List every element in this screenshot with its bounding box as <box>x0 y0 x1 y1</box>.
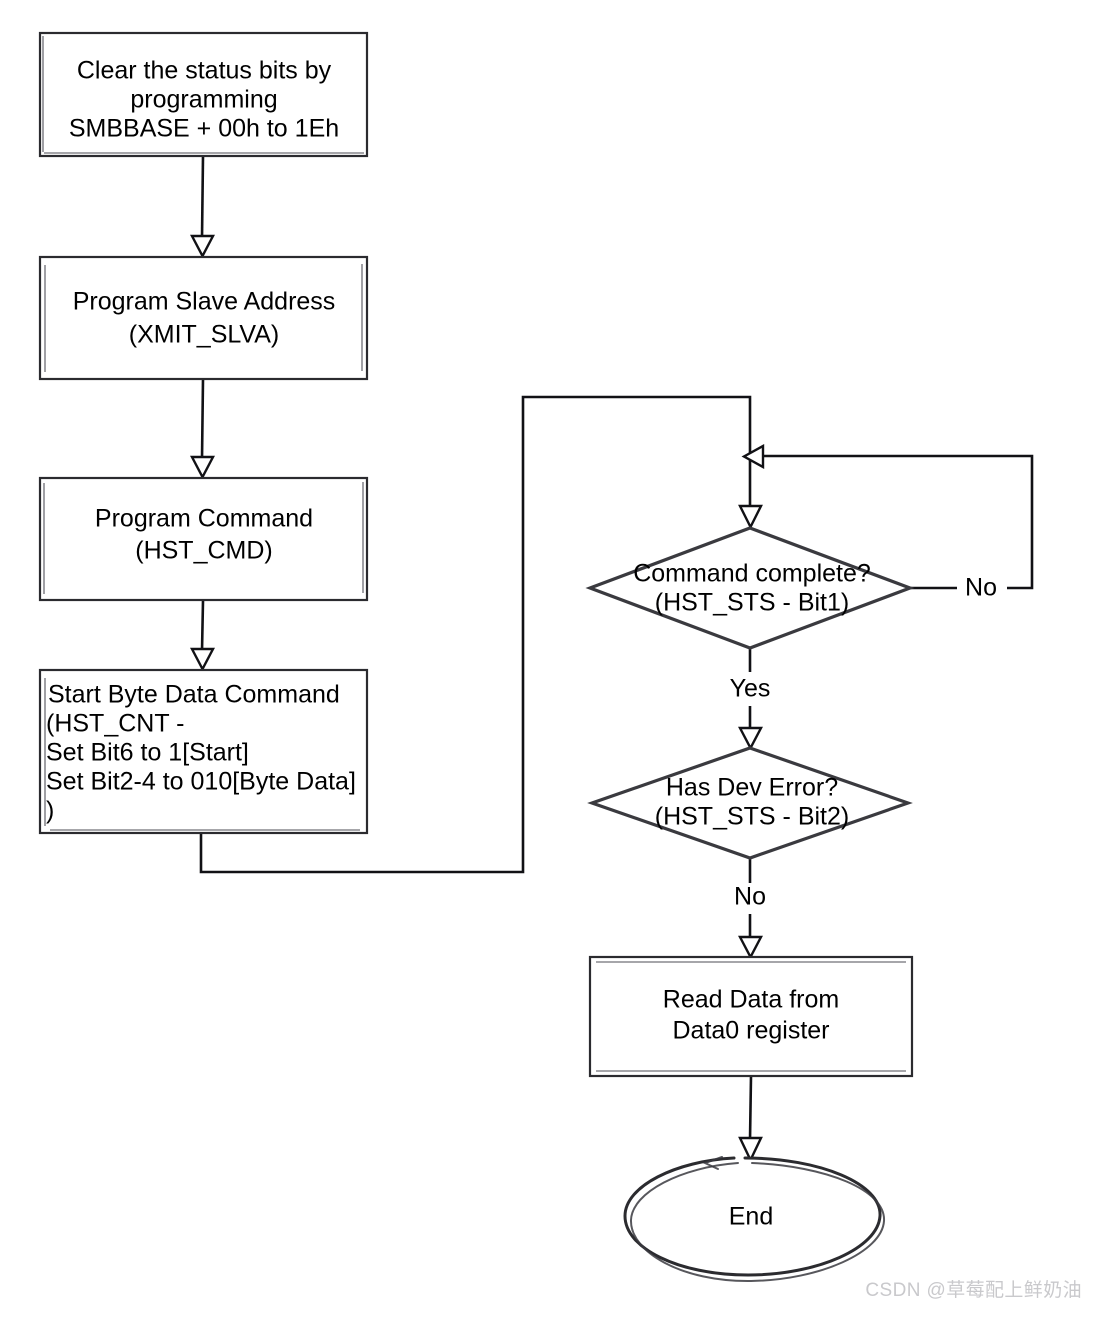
node-has-dev-error-decision[interactable]: Has Dev Error? (HST_STS - Bit2) <box>587 746 913 860</box>
node-end-terminator[interactable]: End <box>623 1156 886 1283</box>
node-program-slave-address[interactable]: Program Slave Address (XMIT_SLVA) <box>38 255 369 381</box>
node-clear-status-bits[interactable]: Clear the status bits by programming SMB… <box>38 31 369 158</box>
node-label-line: Clear the status bits by <box>77 57 332 85</box>
node-read-data[interactable]: Read Data from Data0 register <box>588 955 914 1078</box>
connector-readdata-to-end <box>738 1075 763 1163</box>
connector-startbyte-to-command-complete <box>199 395 763 874</box>
node-label-line: (HST_STS - Bit1) <box>655 589 849 617</box>
node-program-command[interactable]: Program Command (HST_CMD) <box>38 476 369 602</box>
node-label-line: Data0 register <box>672 1017 829 1045</box>
connector-slave-to-command <box>190 378 215 480</box>
node-label-line: (HST_STS - Bit2) <box>655 803 849 831</box>
node-label-line: Has Dev Error? <box>666 774 838 802</box>
edge-label-has-dev-error-no: No <box>734 883 766 911</box>
node-label-line: programming <box>130 86 277 114</box>
csdn-watermark: CSDN @草莓配上鲜奶油 <box>865 1280 1082 1301</box>
node-label-line: Program Command <box>95 505 313 533</box>
node-label-line: ) <box>46 797 54 825</box>
node-label-line: SMBBASE + 00h to 1Eh <box>69 115 339 143</box>
connector-command-to-startbyte <box>190 600 215 672</box>
node-label-line: (XMIT_SLVA) <box>129 321 280 349</box>
connector-has-dev-error-no: No <box>734 858 766 960</box>
node-label-line: Start Byte Data Command <box>48 681 340 709</box>
connector-command-complete-no-loop: No <box>741 443 1034 602</box>
node-start-byte-data-command[interactable]: Start Byte Data Command (HST_CNT - Set B… <box>38 668 369 835</box>
node-label-line: Program Slave Address <box>73 288 336 316</box>
node-label-line: Read Data from <box>663 986 839 1014</box>
node-command-complete-decision[interactable]: Command complete? (HST_STS - Bit1) <box>585 526 915 650</box>
edge-label-command-complete-yes: Yes <box>730 675 771 703</box>
node-label-line: Set Bit2-4 to 010[Byte Data] <box>46 768 356 796</box>
edge-label-command-complete-no: No <box>965 574 997 602</box>
connector-clear-to-slave <box>190 155 215 259</box>
node-label-line: Command complete? <box>633 560 871 588</box>
node-label-line: (HST_CMD) <box>135 537 273 565</box>
node-label-line: (HST_CNT - <box>46 710 184 738</box>
node-label-line: End <box>729 1203 773 1231</box>
connector-command-complete-yes: Yes <box>730 649 771 751</box>
node-label-line: Set Bit6 to 1[Start] <box>46 739 249 767</box>
